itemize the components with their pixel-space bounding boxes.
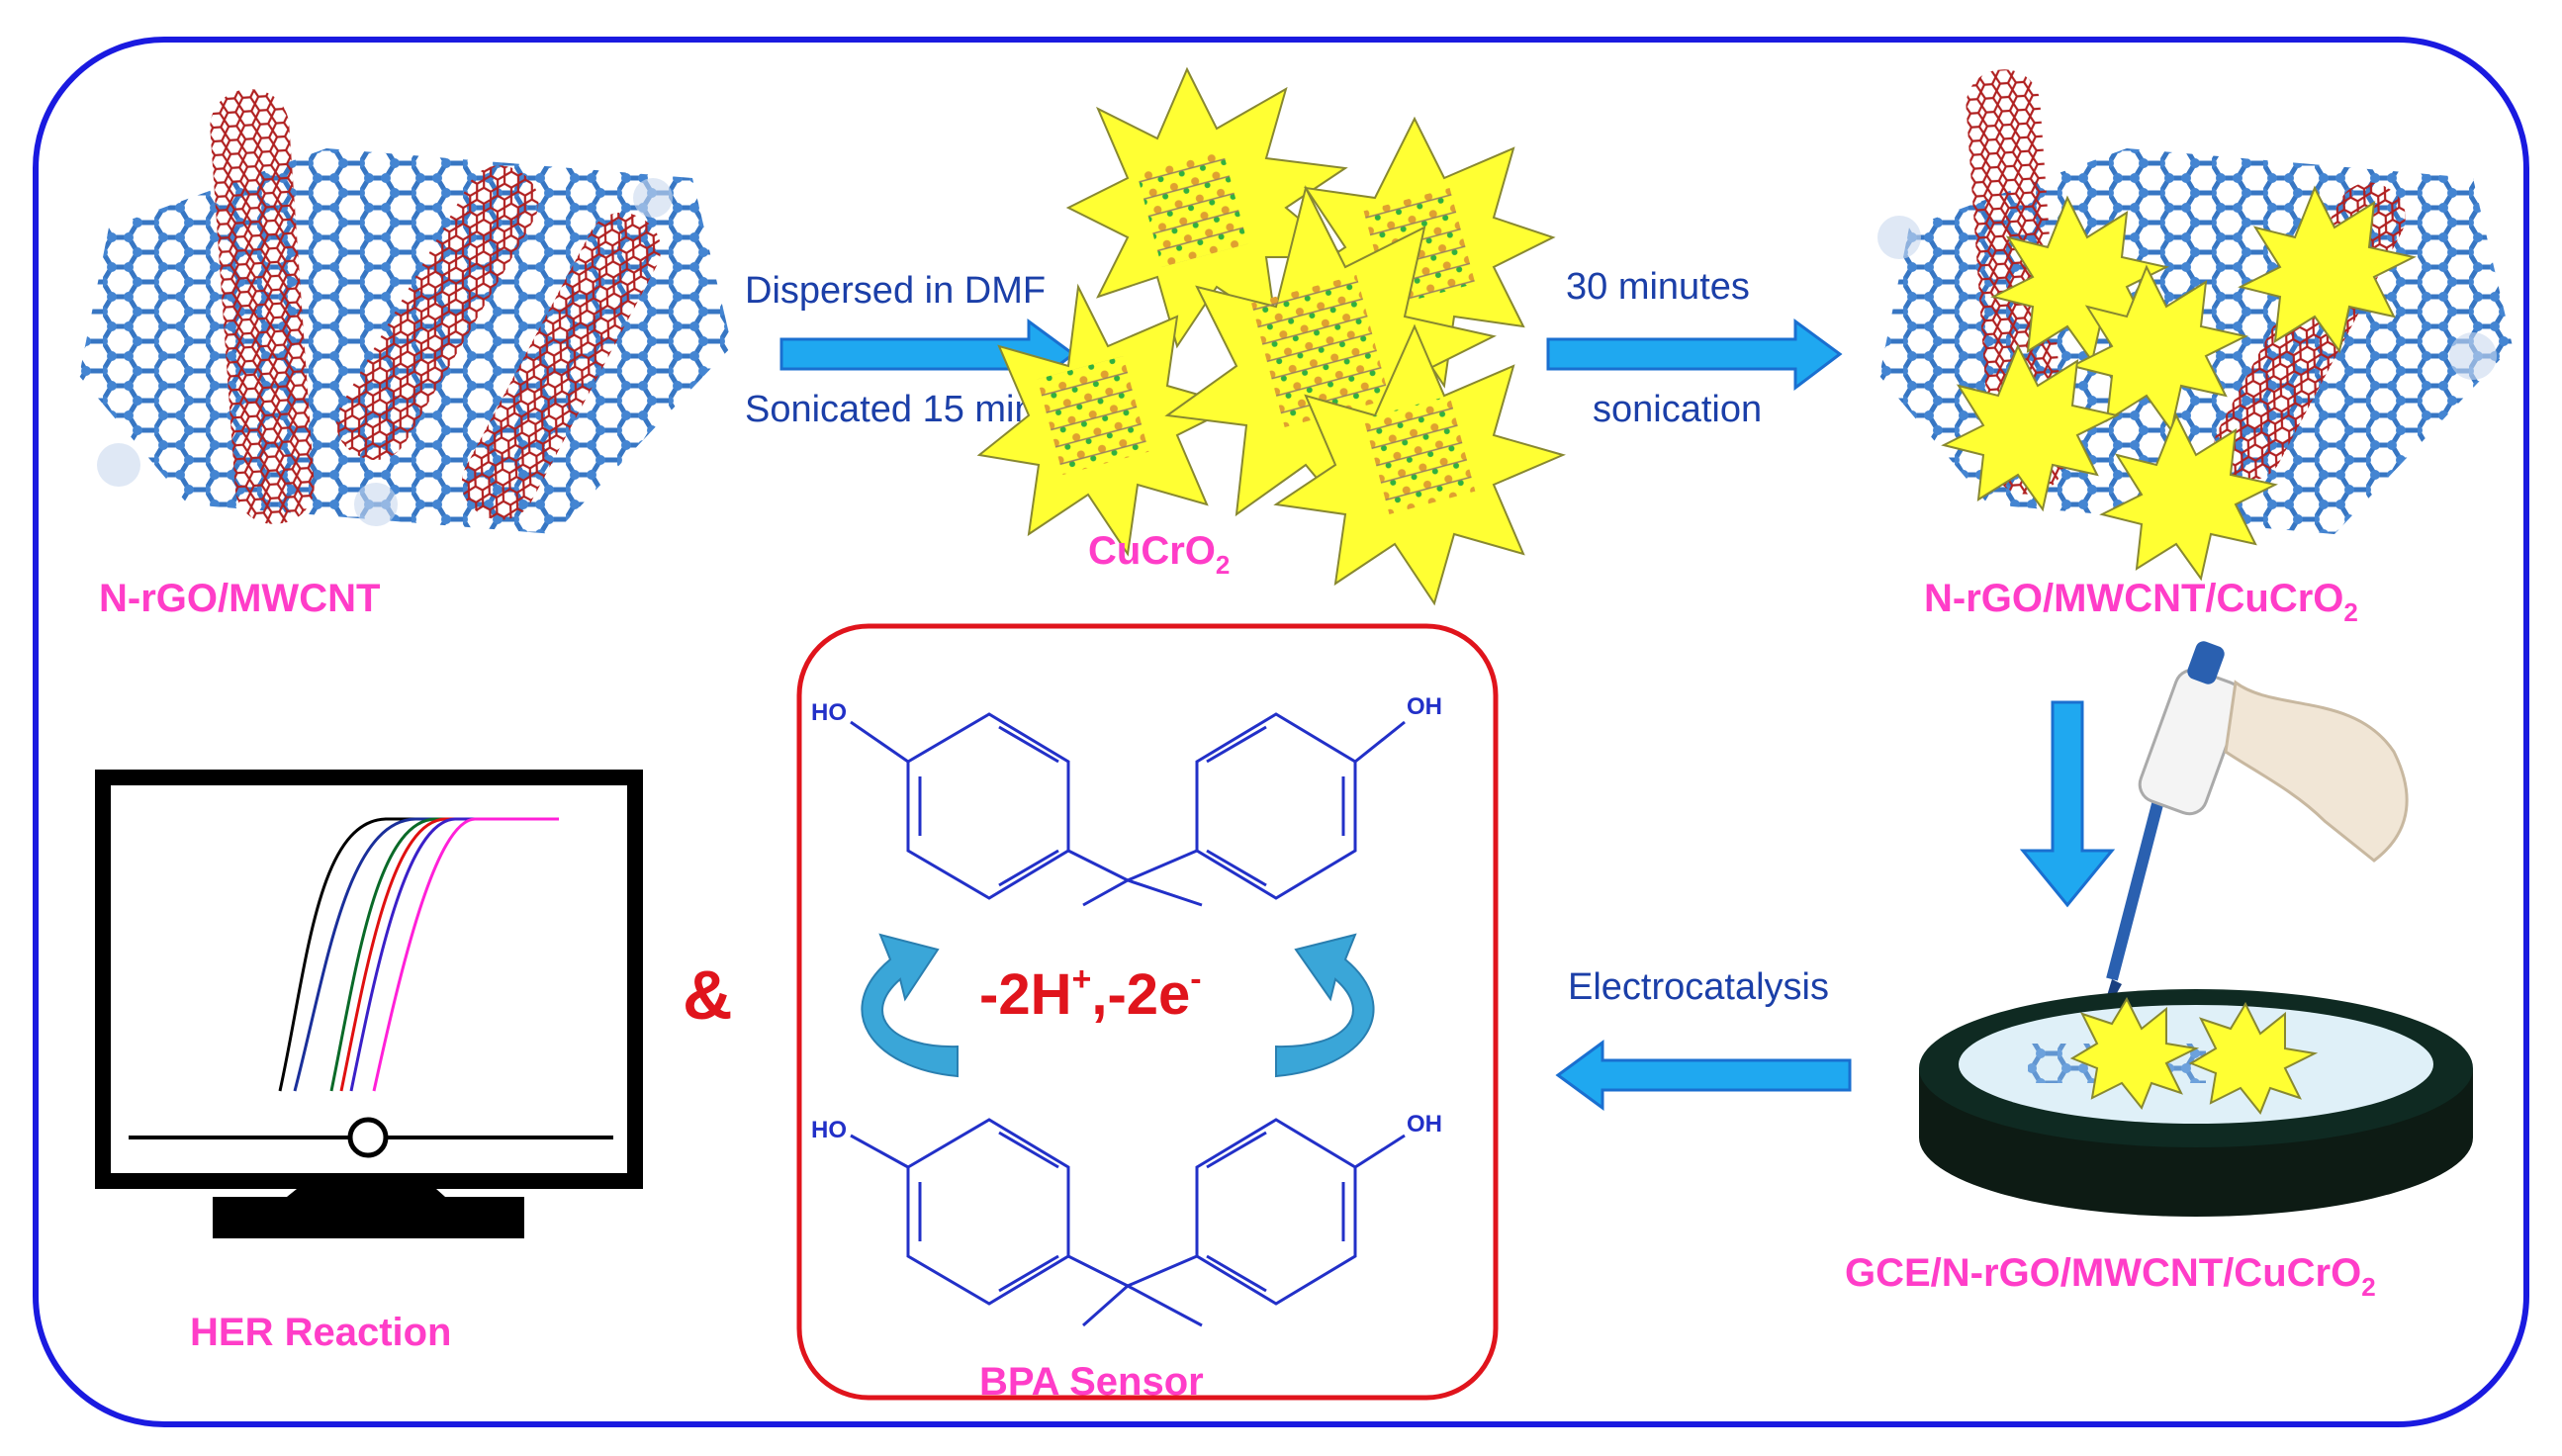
step-sonicated-label: Sonicated 15 min (745, 389, 1036, 430)
electrode-icon (1919, 989, 2473, 1217)
monitor-icon (95, 770, 643, 1238)
cycle-arrow-right (1275, 933, 1375, 1078)
label-gce: GCE/N-rGO/MWCNT/CuCrO2 (1845, 1251, 2376, 1302)
ampersand: & (683, 956, 733, 1034)
bpa-bottom-oh-label: OH (1407, 1111, 1442, 1138)
bpa-molecule-bottom: HO OH (811, 1111, 1442, 1327)
outer-frame (33, 37, 2529, 1427)
step-minutes-label: 30 minutes (1566, 266, 1750, 308)
bpa-top-oh-label: OH (1407, 693, 1442, 720)
bpa-sensor-box (796, 623, 1499, 1401)
nanotube-icon (210, 89, 662, 524)
arrow-down (2019, 700, 2116, 908)
label-her-reaction: HER Reaction (190, 1311, 452, 1354)
arrow-left (1555, 1040, 1852, 1111)
step-sonication-label: sonication (1593, 389, 1762, 430)
label-cucro2: CuCrO2 (1088, 529, 1230, 580)
step-electrocatalysis-label: Electrocatalysis (1568, 966, 1829, 1008)
her-polarization-curves (278, 817, 559, 1092)
cycle-arrow-left (861, 933, 959, 1078)
cucro2-crystal-icon (976, 66, 1566, 606)
bpa-bottom-ho-label: HO (811, 1117, 847, 1143)
reaction-label: -2H+,-2e- (979, 960, 1202, 1027)
label-nrgo-mwcnt: N-rGO/MWCNT (99, 577, 380, 620)
pipette-icon (2097, 641, 2409, 1029)
bpa-molecule-top: HO OH (811, 693, 1442, 907)
label-bpa-sensor: BPA Sensor (979, 1360, 1204, 1404)
bpa-top-ho-label: HO (811, 699, 847, 726)
arrow-right-2 (1546, 318, 1843, 392)
step-dispersed-label: Dispersed in DMF (745, 270, 1046, 312)
composite-crystal-icon (1941, 185, 2417, 582)
label-composite: N-rGO/MWCNT/CuCrO2 (1924, 577, 2358, 627)
